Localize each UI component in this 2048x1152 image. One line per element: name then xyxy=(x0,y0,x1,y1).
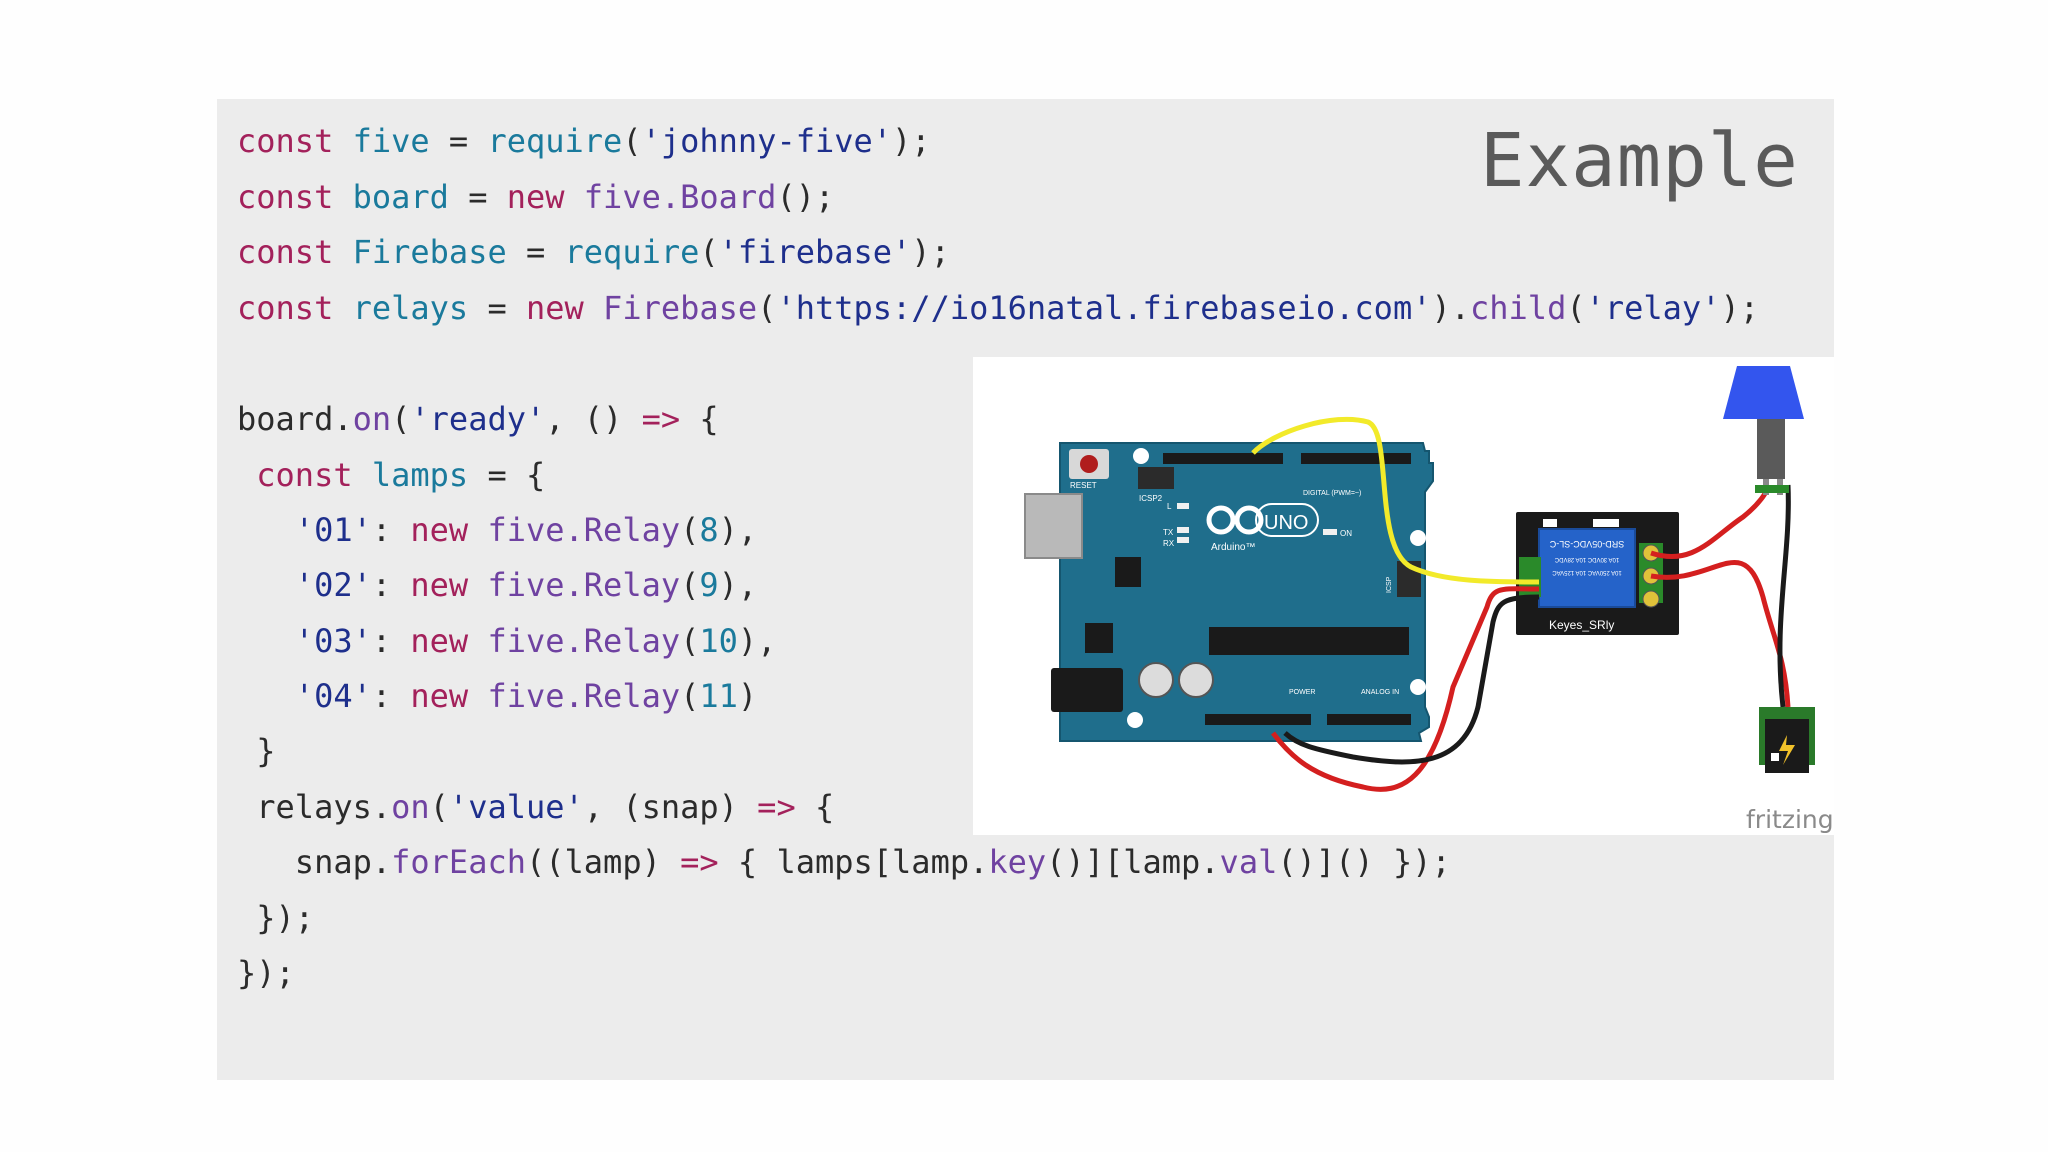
slide-title: Example xyxy=(1480,118,1799,204)
circuit-diagram: RESET ICSP2 L TX RX UNO Arduino™ ON DIGI… xyxy=(973,357,1834,835)
icsp2-label: ICSP2 xyxy=(1139,494,1163,503)
lamp xyxy=(1723,366,1804,495)
tx-label: TX xyxy=(1163,528,1174,537)
code-line: '02': new five.Relay(9), xyxy=(294,566,758,604)
code-line: }); xyxy=(237,899,315,937)
dc-jack xyxy=(1759,707,1815,773)
code-line: const lamps = { xyxy=(237,456,546,494)
relay-module: SRD-05VDC-SL-C 10A 250VAC 10A 125VAC 10A… xyxy=(1516,512,1679,635)
relay-model-label: SRD-05VDC-SL-C xyxy=(1549,539,1624,549)
icsp2-header xyxy=(1138,467,1174,489)
code-line: '04': new five.Relay(11) xyxy=(294,677,758,715)
code-line: const relays = new Firebase('https://io1… xyxy=(237,289,1759,327)
uno-label: UNO xyxy=(1264,512,1308,534)
fritzing-credit: fritzing xyxy=(1746,805,1834,834)
capacitor xyxy=(1138,662,1174,698)
rx-label: RX xyxy=(1163,539,1175,548)
analog-label: ANALOG IN xyxy=(1361,689,1399,696)
code-line: relays.on('value', (snap) => { xyxy=(237,788,835,826)
power-wire xyxy=(1271,586,1540,792)
code-line: }); xyxy=(237,954,295,992)
relay-name-label: Keyes_SRly xyxy=(1549,618,1614,632)
arduino-label: Arduino™ xyxy=(1211,542,1255,553)
signal-wire xyxy=(1251,416,1540,585)
code-line: const five = require('johnny-five'); xyxy=(237,122,931,160)
relay-spec-label: 10A 30VDC 10A 28VDC xyxy=(1554,556,1619,562)
icsp-label: ICSP xyxy=(1386,576,1393,593)
code-line: '03': new five.Relay(10), xyxy=(294,622,777,660)
analog-header xyxy=(1327,714,1411,725)
ground-wire xyxy=(1283,594,1540,765)
microcontroller-chip xyxy=(1209,627,1409,655)
capacitor xyxy=(1178,662,1214,698)
relay-spec-label: 10A 250VAC 10A 125VAC xyxy=(1552,569,1622,575)
power-header xyxy=(1205,714,1311,725)
usb-connector xyxy=(1024,493,1083,559)
on-led-label: ON xyxy=(1340,529,1352,538)
jack-ground-wire xyxy=(1777,484,1791,708)
power-jack xyxy=(1051,668,1123,712)
code-line: const Firebase = require('firebase'); xyxy=(237,233,950,271)
reset-label: RESET xyxy=(1070,481,1097,490)
power-label: POWER xyxy=(1289,689,1315,696)
l-led-label: L xyxy=(1167,502,1172,511)
code-line: snap.forEach((lamp) => { lamps[lamp.key(… xyxy=(237,843,1451,881)
digital-label: DIGITAL (PWM=~) xyxy=(1303,490,1361,497)
relay-block xyxy=(1538,528,1636,608)
code-line: } xyxy=(237,732,276,770)
arduino-board: RESET ICSP2 L TX RX UNO Arduino™ ON DIGI… xyxy=(1024,442,1434,742)
code-line: board.on('ready', () => { xyxy=(237,400,719,438)
code-line: const board = new five.Board(); xyxy=(237,178,835,216)
arduino-logo xyxy=(1206,503,1319,537)
code-line: '01': new five.Relay(8), xyxy=(294,511,758,549)
digital-header xyxy=(1163,453,1411,464)
